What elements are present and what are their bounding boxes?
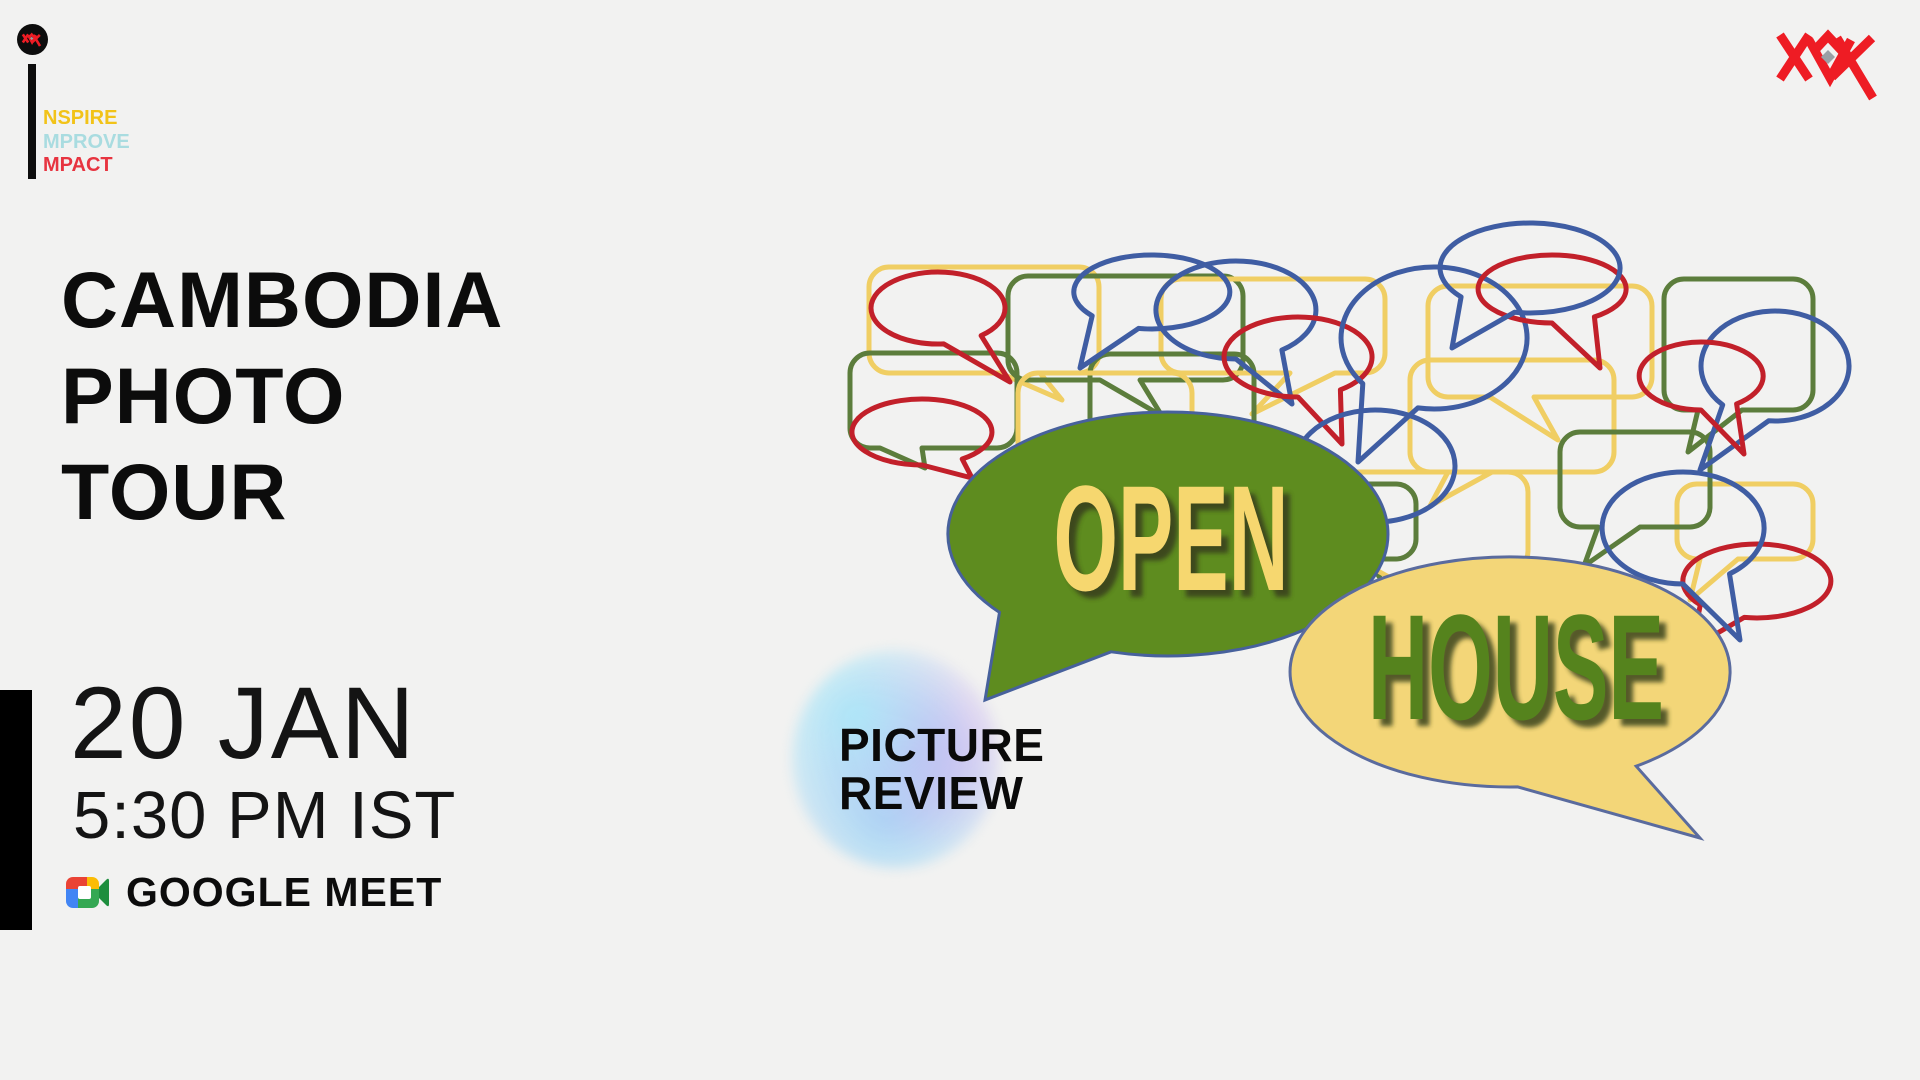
tagline-line: PICTURE [839, 719, 1045, 771]
title-line: PHOTO [61, 351, 346, 440]
speech-bubble-outline [849, 396, 995, 481]
speech-bubble-outline [1697, 308, 1852, 473]
tagline-line: REVIEW [839, 767, 1024, 819]
open-speech-bubble [946, 410, 1390, 703]
tagline: PICTURE REVIEW [839, 721, 1044, 817]
speech-bubble-outline [1407, 357, 1617, 509]
speech-bubble-outline [1005, 273, 1246, 419]
brand-logo-dot [17, 24, 48, 55]
house-speech-bubble [1288, 555, 1732, 841]
speech-bubble-outline [1221, 314, 1375, 447]
collage-group [847, 220, 1852, 651]
xox-mark-icon [21, 32, 41, 47]
speech-bubble-outline [847, 350, 1020, 471]
brand-logo-stem [28, 64, 36, 179]
brand-word: NSPIRE [43, 107, 118, 129]
brand-word: MPROVE [43, 130, 130, 153]
gradient-blob [792, 650, 1000, 868]
platform-label: GOOGLE MEET [126, 869, 443, 915]
speech-bubble-outline [1425, 283, 1655, 443]
speech-bubble-outline [1437, 220, 1623, 351]
open-label: OPEN [1054, 454, 1289, 622]
speech-bubble-outline [1680, 541, 1834, 651]
event-time: 5:30 PM IST [73, 778, 457, 853]
speech-bubble-outline [1636, 339, 1766, 457]
open-label-shadow: OPEN [1061, 461, 1296, 629]
house-label: HOUSE [1368, 583, 1664, 751]
house-label-shadow: HOUSE [1375, 590, 1671, 758]
speech-bubble-outline [1071, 252, 1233, 371]
speech-bubble-outline [1599, 469, 1767, 643]
brand-logo-words: NSPIRE MPROVE MPACT [43, 107, 130, 178]
corner-xox-logo [1776, 29, 1877, 101]
title-line: TOUR [61, 447, 288, 536]
title-line: CAMBODIA [61, 255, 504, 344]
brand-word: MPACT [43, 154, 113, 176]
speech-bubble-outline [1153, 258, 1319, 407]
speech-bubble-outline [868, 269, 1013, 385]
left-accent-bar [0, 690, 32, 930]
event-date: 20 JAN [70, 666, 417, 780]
google-meet-icon [66, 877, 109, 908]
platform-row: GOOGLE MEET [66, 869, 442, 916]
speech-bubble-outline [1475, 252, 1629, 371]
event-title: CAMBODIA PHOTO TOUR [61, 252, 503, 540]
speech-bubble-outline [866, 264, 1102, 403]
speech-bubble-outline [1674, 481, 1816, 603]
speech-bubble-outline [1338, 264, 1530, 465]
